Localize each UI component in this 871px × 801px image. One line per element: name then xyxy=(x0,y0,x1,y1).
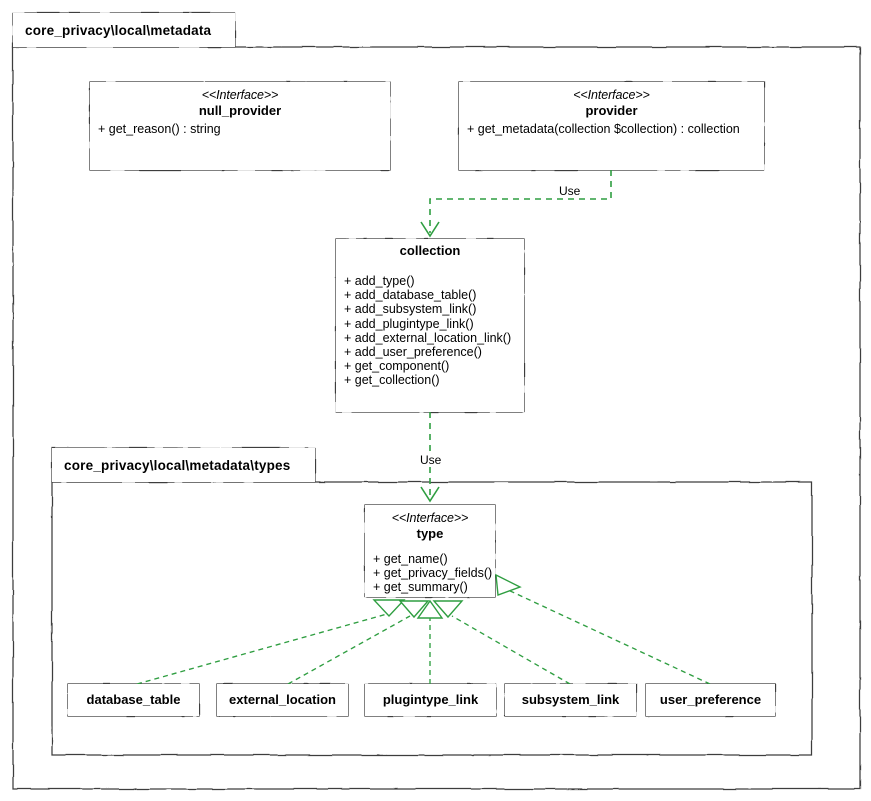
operations-compartment: + get_metadata(collection $collection) :… xyxy=(459,117,764,136)
operation-item: + get_component() xyxy=(344,359,450,374)
class-box-collection[interactable]: collection + add_type() + add_database_t… xyxy=(336,239,524,412)
class-name: plugintype_link xyxy=(382,692,479,707)
operations-compartment: + add_type() + add_database_table() + ad… xyxy=(336,268,524,388)
arrowhead-triangle-subsystem-link xyxy=(432,600,464,619)
operation-item: + get_metadata(collection $collection) :… xyxy=(467,122,740,136)
relation-subsystem-link-type xyxy=(451,615,571,685)
arrowhead-triangle-user-preference xyxy=(495,573,522,596)
stereotype-label: <<Interface>> xyxy=(201,88,279,102)
class-name: external_location xyxy=(229,692,336,707)
operation-item: + get_summary() xyxy=(373,580,468,595)
stereotype-label: <<Interface>> xyxy=(391,511,469,525)
class-header: collection xyxy=(336,239,524,268)
class-header: <<Interface>> type xyxy=(365,505,495,546)
operation-item: + add_type() xyxy=(344,274,415,288)
class-header: <<Interface>> null_provider xyxy=(90,82,390,118)
operation-item: + get_reason() : string xyxy=(98,122,221,136)
relation-user-preference-type xyxy=(505,588,711,685)
package-tab-core-privacy-local-metadata-types[interactable]: core_privacy\local\metadata\types xyxy=(52,448,315,482)
class-name: provider xyxy=(585,103,638,118)
relation-label-use-provider-collection: Use xyxy=(557,184,583,198)
relation-label-use-collection-type: Use xyxy=(418,453,444,467)
operations-compartment: + get_name() + get_privacy_fields() + ge… xyxy=(365,546,495,595)
class-box-plugintype-link[interactable]: plugintype_link xyxy=(365,684,496,716)
class-box-user-preference[interactable]: user_preference xyxy=(646,684,775,716)
class-name: subsystem_link xyxy=(521,692,620,707)
relation-database-table-type xyxy=(136,613,388,685)
class-box-null-provider[interactable]: <<Interface>> null_provider + get_reason… xyxy=(90,82,390,170)
class-box-provider[interactable]: <<Interface>> provider + get_metadata(co… xyxy=(459,82,764,170)
operation-item: + get_name() xyxy=(373,552,448,566)
operation-item: + get_privacy_fields() xyxy=(373,566,493,581)
package-label: core_privacy\local\metadata\types xyxy=(64,457,291,473)
class-header: <<Interface>> provider xyxy=(459,82,764,118)
class-name: type xyxy=(416,526,444,541)
class-box-database-table[interactable]: database_table xyxy=(68,684,199,716)
relation-external-location-type xyxy=(287,615,411,685)
class-box-external-location[interactable]: external_location xyxy=(217,684,348,716)
class-name: user_preference xyxy=(659,692,762,707)
arrowhead-triangle-database-table xyxy=(372,599,406,618)
stereotype-label: <<Interface>> xyxy=(573,88,650,102)
class-name: null_provider xyxy=(198,103,282,118)
operation-item: + add_external_location_link() xyxy=(344,330,512,345)
operation-item: + add_database_table() xyxy=(344,288,477,303)
operations-compartment: + get_reason() : string xyxy=(90,117,390,136)
arrowhead-triangle-plugintype-link xyxy=(416,599,444,619)
class-box-type[interactable]: <<Interface>> type + get_name() + get_pr… xyxy=(365,505,495,597)
operation-item: + add_plugintype_link() xyxy=(344,316,474,331)
package-tab-core-privacy-local-metadata[interactable]: core_privacy\local\metadata xyxy=(13,13,235,47)
package-label: core_privacy\local\metadata xyxy=(25,22,212,38)
operation-item: + add_subsystem_link() xyxy=(344,302,477,317)
class-name: collection xyxy=(399,243,461,258)
relation-provider-collection xyxy=(429,170,612,233)
class-name: database_table xyxy=(86,692,181,707)
arrowhead-open-provider-collection xyxy=(420,221,440,238)
operation-item: + get_collection() xyxy=(344,373,440,388)
class-box-subsystem-link[interactable]: subsystem_link xyxy=(505,684,636,716)
arrowhead-triangle-external-location xyxy=(398,600,430,619)
arrowhead-open-collection-type xyxy=(420,486,440,503)
operation-item: + add_user_preference() xyxy=(344,345,482,360)
